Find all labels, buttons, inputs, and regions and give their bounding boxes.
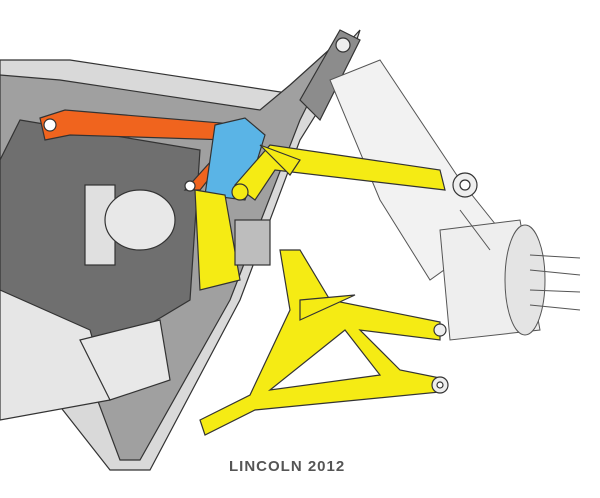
lower-control-arm — [199, 249, 449, 436]
upper-control-arm — [231, 144, 478, 201]
caption: LINCOLN 2012 — [229, 458, 346, 475]
upright-sketch — [329, 59, 581, 341]
upper-link-orange — [39, 109, 246, 192]
bracket-yellow — [194, 189, 271, 291]
